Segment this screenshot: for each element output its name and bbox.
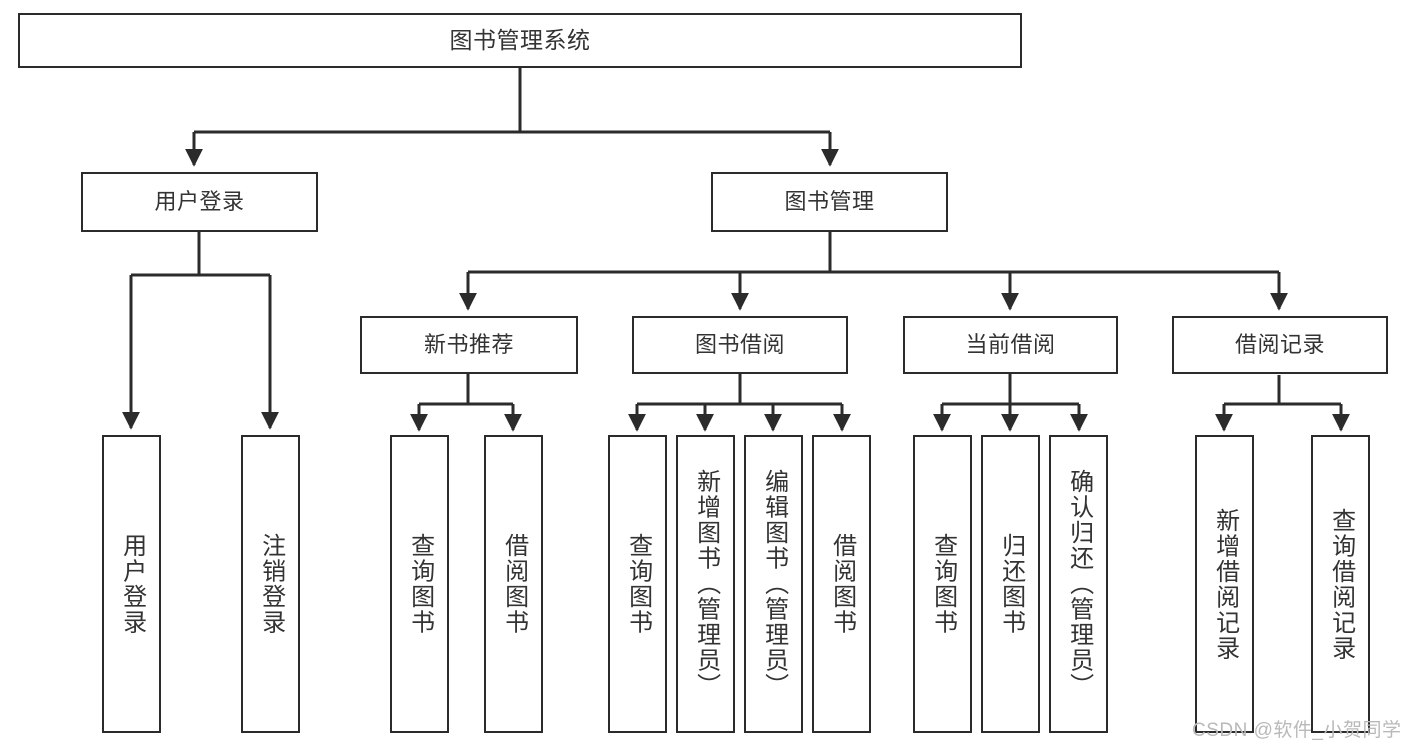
leaf-current-return-books[interactable]: 归还图书 [981, 435, 1040, 733]
node-root-library-management-system[interactable]: 图书管理系统 [18, 13, 1022, 68]
leaf-user-login-signin[interactable]: 用户登录 [102, 435, 161, 733]
leaf-current-confirm-return-admin[interactable]: 确认归还（管理员） [1049, 435, 1108, 733]
leaf-current-query-books[interactable]: 查询图书 [913, 435, 972, 733]
leaf-record-add-borrow-record[interactable]: 新增借阅记录 [1195, 435, 1254, 733]
node-label: 图书借阅 [694, 332, 785, 358]
node-label: 确认归还（管理员） [1065, 469, 1093, 699]
leaf-user-login-signout[interactable]: 注销登录 [241, 435, 300, 733]
node-label: 图书管理系统 [449, 27, 591, 54]
leaf-borrow-add-book-admin[interactable]: 新增图书（管理员） [676, 435, 735, 733]
node-label: 图书管理 [784, 189, 875, 215]
node-label: 查询图书 [624, 533, 652, 635]
node-borrowing-record[interactable]: 借阅记录 [1172, 316, 1388, 374]
leaf-borrow-edit-book-admin[interactable]: 编辑图书（管理员） [744, 435, 803, 733]
node-new-book-recommendation[interactable]: 新书推荐 [360, 316, 578, 374]
leaf-new-book-query-books[interactable]: 查询图书 [390, 435, 449, 733]
leaf-new-book-borrow-books[interactable]: 借阅图书 [484, 435, 543, 733]
node-label: 注销登录 [257, 533, 285, 635]
node-current-borrowing[interactable]: 当前借阅 [903, 316, 1118, 374]
node-book-borrowing[interactable]: 图书借阅 [632, 316, 848, 374]
leaf-borrow-borrow-books[interactable]: 借阅图书 [812, 435, 871, 733]
node-label: 查询图书 [406, 533, 434, 635]
node-label: 借阅图书 [500, 533, 528, 635]
node-label: 查询借阅记录 [1327, 507, 1355, 661]
node-label: 当前借阅 [965, 332, 1056, 358]
node-label: 新书推荐 [423, 332, 514, 358]
node-label: 借阅图书 [828, 533, 856, 635]
node-label: 编辑图书（管理员） [760, 469, 788, 699]
node-label: 查询图书 [929, 533, 957, 635]
leaf-record-query-borrow-record[interactable]: 查询借阅记录 [1311, 435, 1370, 733]
node-label: 用户登录 [154, 189, 245, 215]
node-label: 用户登录 [118, 533, 146, 635]
leaf-borrow-query-books[interactable]: 查询图书 [608, 435, 667, 733]
node-label: 借阅记录 [1234, 332, 1325, 358]
node-label: 新增图书（管理员） [692, 469, 720, 699]
node-label: 归还图书 [997, 533, 1025, 635]
node-user-login[interactable]: 用户登录 [81, 172, 318, 232]
node-label: 新增借阅记录 [1211, 507, 1239, 661]
node-book-management[interactable]: 图书管理 [711, 172, 948, 232]
